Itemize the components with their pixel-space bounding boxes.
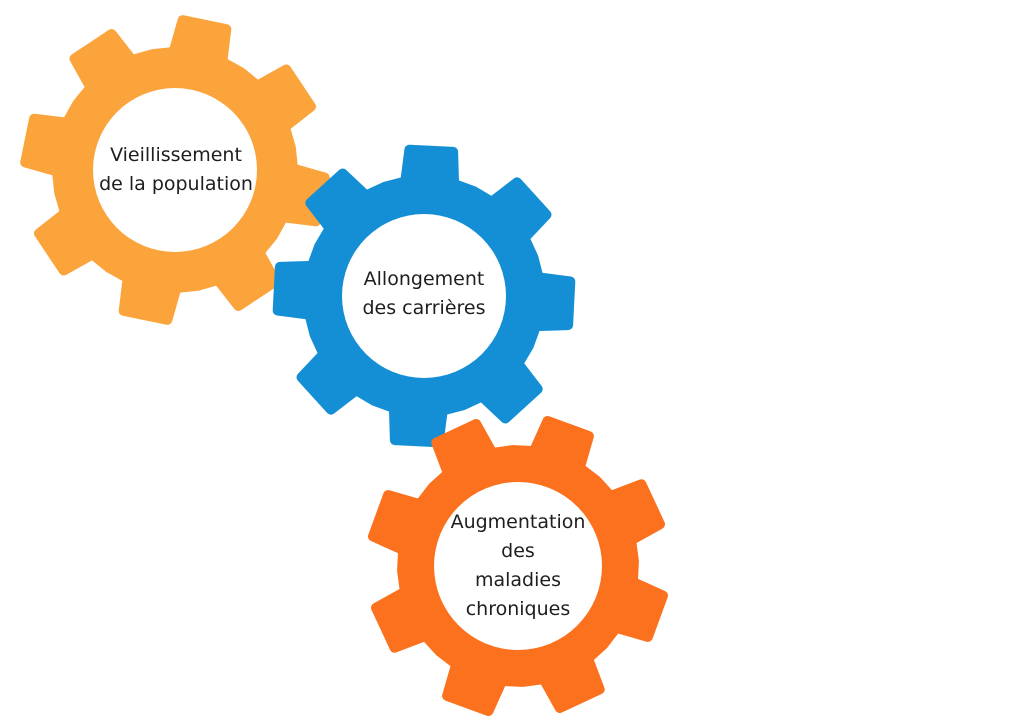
gear-augmentation [368,416,668,716]
gear-vieillissement [20,15,330,325]
gear-hub [434,482,602,650]
gear-allongement [272,144,576,448]
gear-hub [93,88,257,252]
gear-hub [342,214,506,378]
